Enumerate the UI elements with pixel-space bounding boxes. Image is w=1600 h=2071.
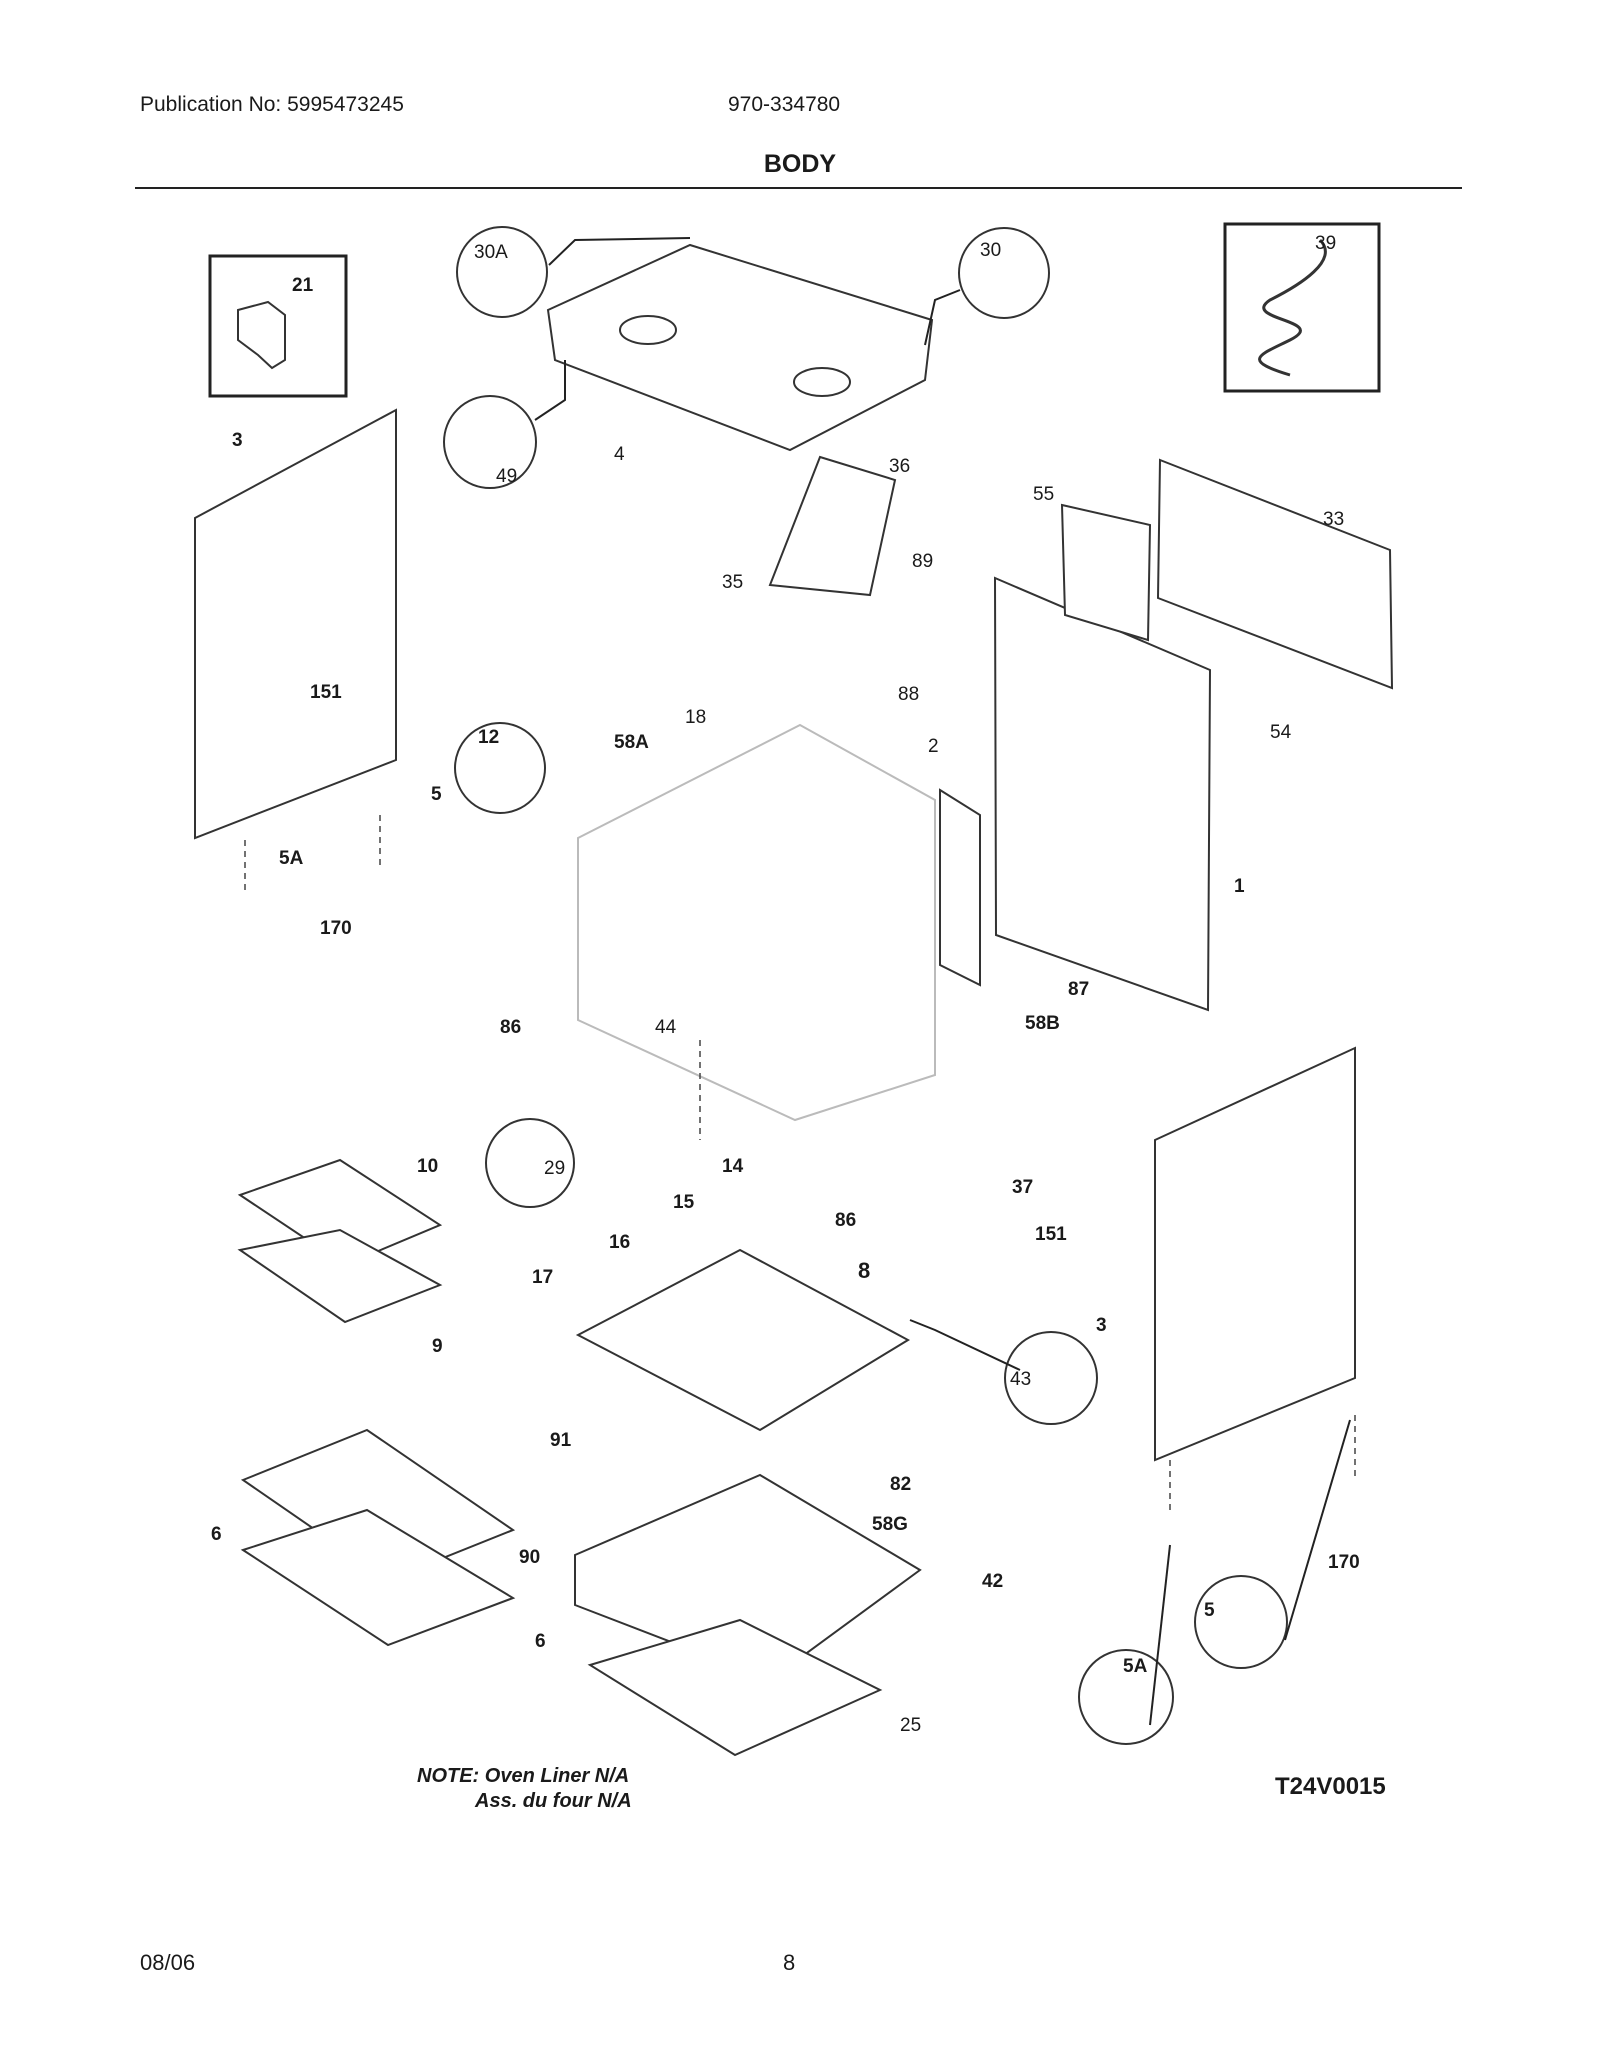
- callout-label: 5A: [279, 848, 304, 869]
- detail-circle-5: [1194, 1575, 1288, 1669]
- callout-label: 25: [900, 1715, 921, 1736]
- part-42-drawer-body: [574, 1473, 922, 1682]
- part-58b-insulation: [939, 788, 981, 987]
- callout-label: 43: [1010, 1369, 1031, 1390]
- callout-label: 36: [889, 456, 910, 477]
- detail-circle-49: [443, 395, 537, 489]
- callout-label: 3: [1096, 1315, 1107, 1336]
- callout-label: 14: [722, 1156, 744, 1177]
- detail-circle-12: [454, 722, 546, 814]
- part-33-rear-panel: [1156, 458, 1394, 690]
- page-title: BODY: [763, 150, 837, 178]
- callout-label: 33: [1323, 509, 1344, 530]
- part-36-vent-duct: [768, 455, 897, 597]
- part-6-rack-lower: [240, 1508, 516, 1647]
- model-number: 970-334780: [728, 93, 841, 116]
- callout-label: 37: [1012, 1177, 1033, 1198]
- callout-label: 5: [1204, 1600, 1215, 1621]
- part-9-broiler-insert: [237, 1228, 443, 1324]
- callout-label: 4: [614, 444, 625, 465]
- callout-label: 39: [1315, 233, 1336, 254]
- callout-label: 55: [1033, 484, 1054, 505]
- power-cord-shape: [1258, 238, 1327, 377]
- callout-label: 58A: [614, 732, 649, 753]
- callout-label: 35: [722, 572, 743, 593]
- burner-opening: [793, 367, 851, 397]
- callout-label: 16: [609, 1232, 630, 1253]
- callout-label: 170: [320, 918, 352, 939]
- publication-number: Publication No: 5995473245: [140, 93, 404, 116]
- callout-label: 12: [478, 727, 499, 748]
- callout-label: 1: [1234, 876, 1245, 897]
- callout-label: 17: [532, 1267, 553, 1288]
- callout-label: 29: [544, 1158, 565, 1179]
- oven-cavity-outline: [577, 723, 936, 1122]
- detail-circle-30: [958, 227, 1050, 319]
- callout-label: 90: [519, 1547, 540, 1568]
- header-divider: [135, 187, 1462, 189]
- callout-label: 30A: [474, 242, 508, 263]
- burner-opening: [619, 315, 677, 345]
- part-21-shape: [237, 300, 286, 370]
- callout-label: 170: [1328, 1552, 1360, 1573]
- callout-label: 6: [535, 1631, 546, 1652]
- callout-label: 54: [1270, 722, 1292, 743]
- callout-label: 9: [432, 1336, 443, 1357]
- inset-box-39: [1223, 222, 1381, 393]
- callout-label: 2: [928, 736, 939, 757]
- part-1-back-panel: [993, 576, 1212, 1012]
- callout-label: 91: [550, 1430, 572, 1451]
- detail-circle-30a: [456, 226, 548, 318]
- callout-label: 86: [500, 1017, 521, 1038]
- callout-label: 58B: [1025, 1013, 1060, 1034]
- callout-label: 44: [655, 1017, 677, 1038]
- callout-label: 5A: [1123, 1656, 1148, 1677]
- callout-label: 88: [898, 684, 919, 705]
- callout-label: 151: [310, 682, 342, 703]
- callout-label: 87: [1068, 979, 1089, 1000]
- callout-label: 82: [890, 1474, 911, 1495]
- callout-label: 151: [1035, 1224, 1067, 1245]
- callout-label: 86: [835, 1210, 856, 1231]
- callout-label: 5: [431, 784, 442, 805]
- part-3-side-panel-left: [194, 408, 397, 840]
- callout-label: 15: [673, 1192, 695, 1213]
- callout-label: 49: [496, 466, 517, 487]
- callout-label: 89: [912, 551, 933, 572]
- callout-label: 42: [982, 1571, 1003, 1592]
- callout-label: 58G: [872, 1514, 908, 1535]
- detail-circle-43: [1004, 1331, 1098, 1425]
- part-8-oven-bottom: [575, 1248, 911, 1432]
- callout-label: 6: [211, 1524, 222, 1545]
- callout-label: 10: [417, 1156, 438, 1177]
- callout-label: 30: [980, 240, 1001, 261]
- part-55-bracket: [1060, 503, 1152, 642]
- part-3-side-panel-right: [1154, 1046, 1356, 1462]
- callout-label: 8: [858, 1258, 870, 1283]
- diagram-id: T24V0015: [1275, 1773, 1386, 1800]
- callout-label: 3: [232, 430, 243, 451]
- callout-label: 21: [292, 275, 314, 296]
- footer-date: 08/06: [140, 1950, 196, 1975]
- inset-box-21: [208, 254, 348, 398]
- note-oven-liner: NOTE: Oven Liner N/A: [417, 1765, 630, 1787]
- part-4-main-top: [546, 243, 934, 452]
- detail-circle-29: [485, 1118, 575, 1208]
- note-oven-liner-french: Ass. du four N/A: [475, 1790, 632, 1812]
- page-number: 8: [783, 1950, 796, 1975]
- part-25-drawer-bottom: [587, 1618, 883, 1757]
- callout-label: 18: [685, 707, 706, 728]
